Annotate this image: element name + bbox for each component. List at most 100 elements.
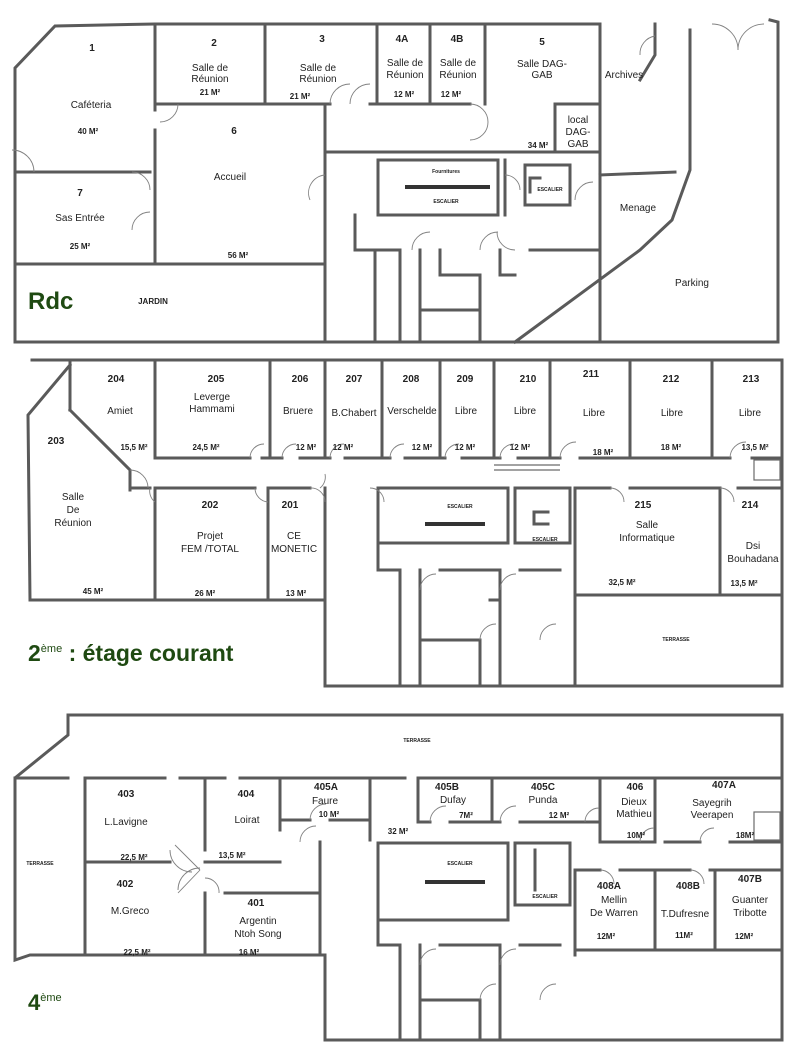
room-407a-number: 407A [712,780,736,791]
room-4b-area: 12 M² [441,90,462,99]
room-1-area: 40 M² [78,127,99,136]
room-210-name: Libre [514,406,537,417]
room-212-number: 212 [663,374,680,385]
room-6-area: 56 M² [228,251,249,260]
room-407a-name: Sayegrih [692,798,731,809]
room-5-area: 34 M² [528,141,549,150]
room-403-name: L.Lavigne [104,817,148,828]
floor-label-2-rest: : étage courant [62,640,234,666]
room-209-area: 12 M² [455,443,476,452]
floor-label-2: 2ème : étage courant [28,640,233,667]
room-406-number: 406 [627,782,644,793]
room-204-number: 204 [108,374,125,385]
room-2-name: Salle de [192,63,229,74]
floor-label-4-sup: ème [40,992,62,1004]
room-4a-name: Salle de [387,58,424,69]
room-205-name2: Hammami [189,404,235,415]
room-408b-area: 11M² [675,931,693,940]
room-203-area: 45 M² [83,587,104,596]
room-4b-number: 4B [451,34,464,45]
room-213-number: 213 [743,374,760,385]
room-205-number: 205 [208,374,225,385]
room-405a-area: 10 M² [319,810,340,819]
room-203-name3: Réunion [54,518,91,529]
room-209-number: 209 [457,374,474,385]
room-210-number: 210 [520,374,537,385]
room-203-name2: De [67,505,80,516]
room-206-name: Bruere [283,406,313,417]
etage2-terrasse-label: TERRASSE [662,637,690,643]
room-407b-name: Guanter [732,895,769,906]
room-205-name: Leverge [194,392,231,403]
room-201-area: 13 M² [286,589,307,598]
room-210-area: 12 M² [510,443,531,452]
floor-label-rdc: Rdc [28,288,73,316]
room-3-name2: Réunion [299,74,336,85]
room-5-name: Salle DAG- [517,59,567,70]
room-5-number: 5 [539,37,545,48]
room-212-name: Libre [661,408,684,419]
floor-label-4-number: 4 [28,990,41,1015]
room-407a-name2: Veerapen [691,810,734,821]
room-1-number: 1 [89,43,95,54]
etage2-escalier-label-2: ESCALIER [532,537,558,543]
room-202-name2: FEM /TOTAL [181,544,239,555]
floor-rdc: 1 Caféteria 40 M² 2 Salle de Réunion 21 … [11,18,780,345]
jardin-label: JARDIN [138,297,168,306]
room-212-area: 18 M² [661,443,682,452]
room-405c-name: Punda [529,795,558,806]
archives-label: Archives [605,70,643,81]
room-4a-number: 4A [396,34,409,45]
room-205-area: 24,5 M² [192,443,219,452]
room-2-number: 2 [211,38,217,49]
room-207-area: 12 M² [333,443,354,452]
room-6-name: Accueil [214,172,246,183]
room-407b-number: 407B [738,874,762,885]
room-4a-name2: Réunion [386,70,423,81]
room-2-name2: Réunion [191,74,228,85]
room-215-name: Salle [636,520,659,531]
room-406-area: 10M² [627,831,646,840]
room-406-name: Dieux [621,797,647,808]
room-408a-name2: De Warren [590,908,638,919]
room-208-area: 12 M² [412,443,433,452]
room-3-area: 21 M² [290,92,311,101]
floor-label-2-sup: ème [40,643,63,655]
local-dag-gab-label-3: GAB [567,139,588,150]
room-4b-name: Salle de [440,58,477,69]
etage4-terrasse-left-label: TERRASSE [26,861,54,867]
room-213-name: Libre [739,408,762,419]
room-203-number: 203 [48,436,65,447]
room-206-area: 12 M² [296,443,317,452]
room-408b-name: T.Dufresne [661,909,710,920]
room-408a-number: 408A [597,881,621,892]
parking-label: Parking [675,278,709,289]
local-dag-gab-label-2: DAG- [566,127,591,138]
room-215-area: 32,5 M² [608,578,635,587]
room-401-name2: Ntoh Song [234,929,281,940]
corridor-area: 32 M² [388,827,409,836]
room-204-area: 15,5 M² [120,443,147,452]
room-402-name: M.Greco [111,906,150,917]
menage-label: Menage [620,203,657,214]
room-206-number: 206 [292,374,309,385]
room-211-name: Libre [583,408,606,419]
room-209-name: Libre [455,406,478,417]
room-202-number: 202 [202,500,219,511]
floor-label-2-number: 2 [28,640,41,666]
room-403-area: 22,5 M² [120,853,147,862]
fournitures-label: Fournitures [432,169,460,175]
room-215-number: 215 [635,500,652,511]
room-3-name: Salle de [300,63,337,74]
room-207-name: B.Chabert [331,408,376,419]
room-201-name2: MONETIC [271,544,317,555]
room-201-name: CE [287,531,301,542]
room-407b-name2: Tribotte [733,908,767,919]
room-202-area: 26 M² [195,589,216,598]
floor-label-rdc-text: Rdc [28,288,74,315]
room-201-number: 201 [282,500,299,511]
room-203-name: Salle [62,492,85,503]
floor-2: 204 Amiet 15,5 M² 205 Leverge Hammami 24… [26,358,784,688]
room-214-name2: Bouhadana [727,554,779,565]
